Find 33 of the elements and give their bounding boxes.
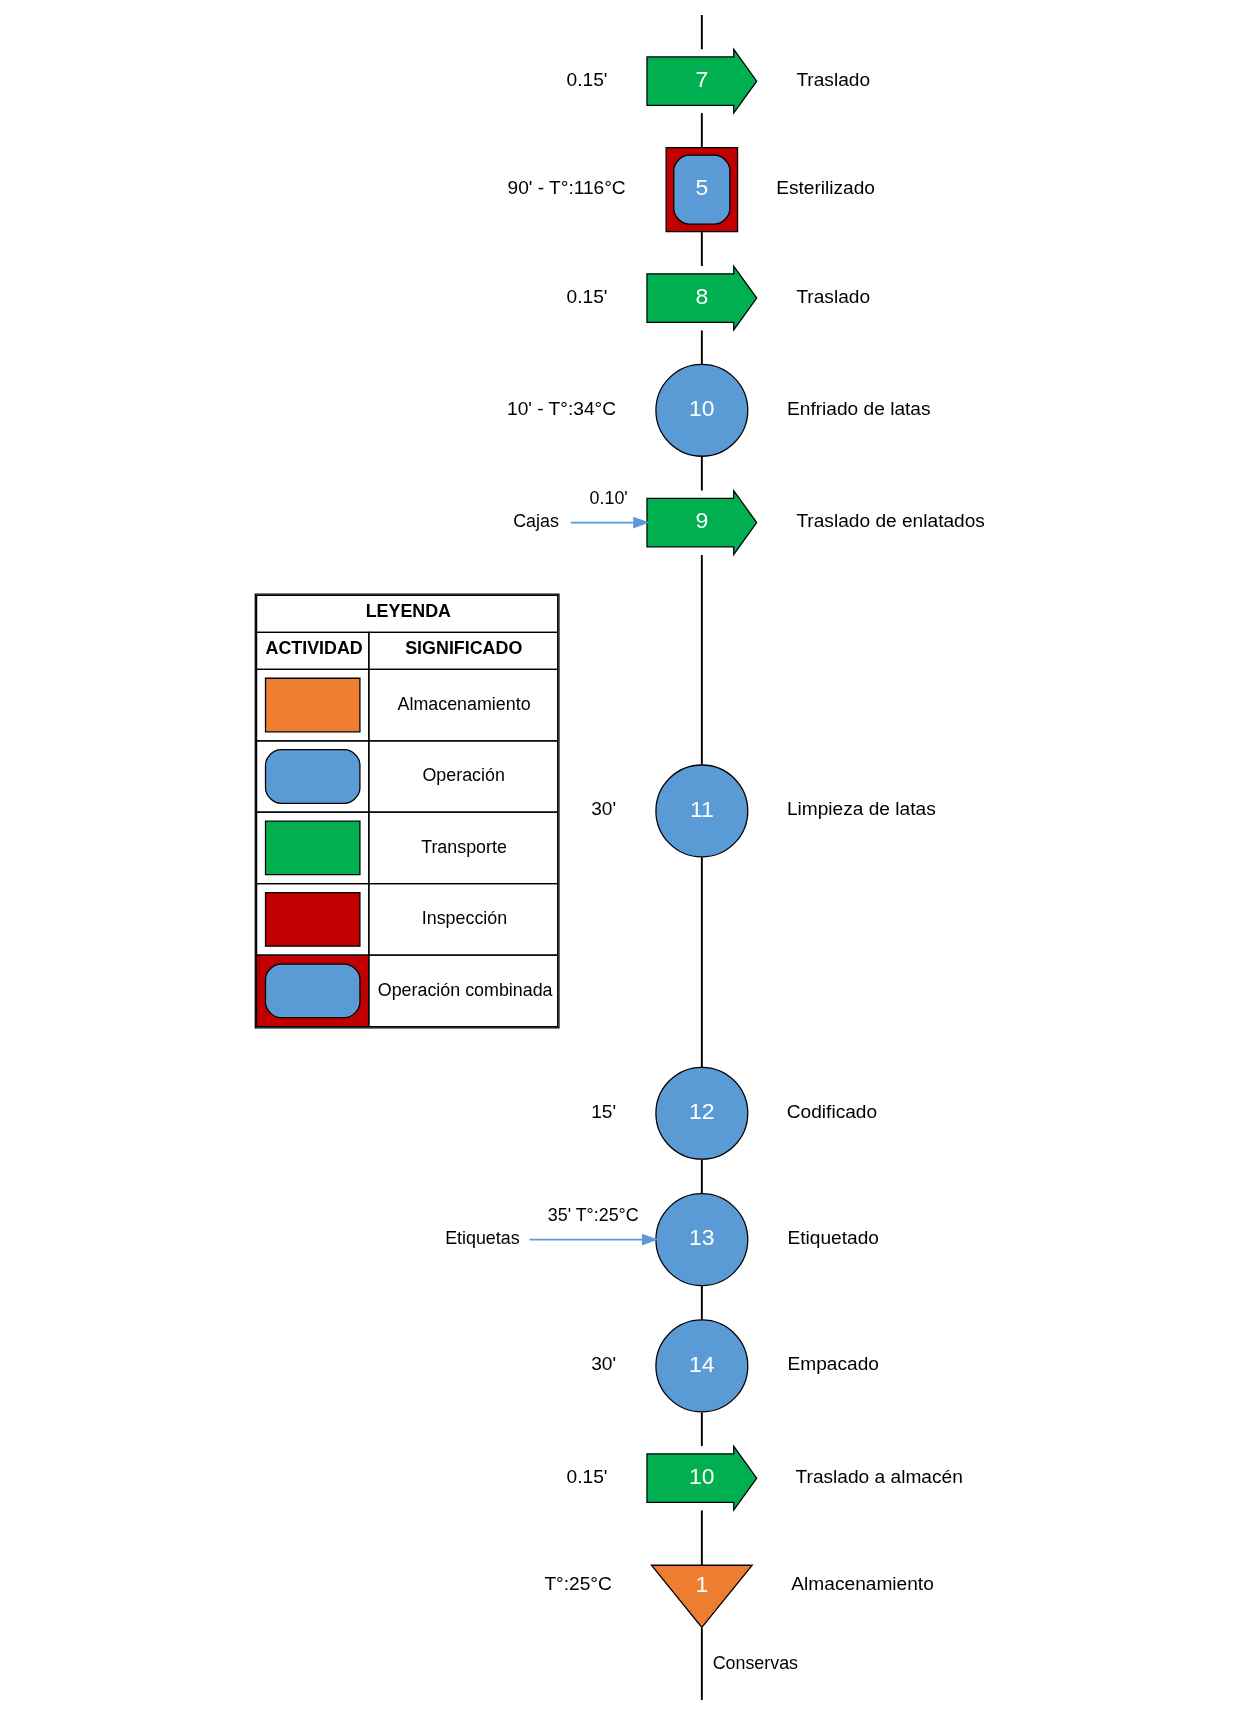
node-label: Traslado xyxy=(795,285,870,307)
legend-label: Operación xyxy=(421,765,505,786)
node-label: 90' - T°:116°C xyxy=(507,177,626,199)
node-label: 0.15' xyxy=(566,285,607,307)
node-label: 30' xyxy=(590,1353,616,1375)
node-label: 15' xyxy=(590,1100,616,1122)
node-label: 0.15' xyxy=(566,1465,607,1487)
node-label: Traslado a almacén xyxy=(795,1465,963,1487)
legend-label: Transporte xyxy=(420,836,507,857)
legend-label: Almacenamiento xyxy=(397,693,531,714)
node-label: Traslado de enlatados xyxy=(795,510,985,532)
edge-label: 35' T°:25°C xyxy=(547,1205,639,1226)
node-label: Traslado xyxy=(795,68,870,90)
label: LEYENDA xyxy=(365,601,451,622)
node-label: 0.15' xyxy=(566,68,607,90)
node-label: Almacenamiento xyxy=(790,1573,934,1595)
label: ACTIVIDAD xyxy=(265,638,363,659)
node-label: Etiquetado xyxy=(787,1227,879,1249)
edge-label: Conservas xyxy=(712,1653,798,1674)
node-label: Empacado xyxy=(787,1353,879,1375)
node-label: T°:25°C xyxy=(543,1573,612,1595)
label: SIGNIFICADO xyxy=(404,638,522,659)
node-label: Codificado xyxy=(786,1100,877,1122)
node-label: Enfriado de latas xyxy=(786,397,931,419)
legend-label: Operación combinada xyxy=(377,979,553,1000)
legend-label: Inspección xyxy=(421,908,507,929)
node-label: 30' xyxy=(590,798,616,820)
node-text: Cajas xyxy=(512,511,559,532)
node-label: Esterilizado xyxy=(775,177,875,199)
node-label: 10' - T°:34°C xyxy=(506,397,616,419)
edge-label: 0.10' xyxy=(589,488,628,509)
node-text: Etiquetas xyxy=(444,1228,520,1249)
node-label: Limpieza de latas xyxy=(786,798,936,820)
